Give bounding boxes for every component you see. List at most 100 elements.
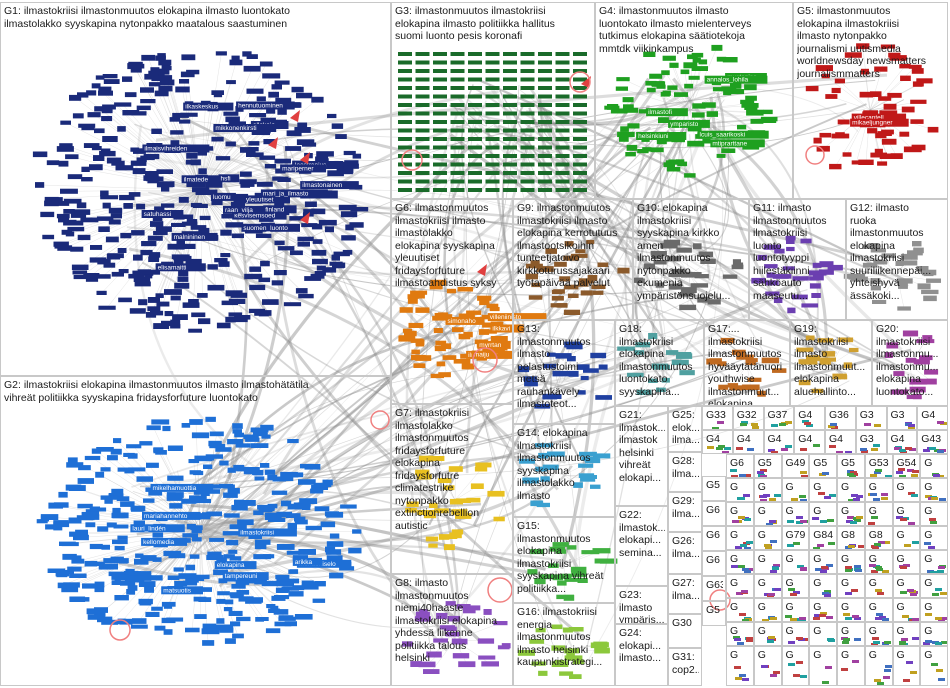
node bbox=[770, 570, 777, 573]
group-label-g6: G6: ilmastonmuutos ilmastokriisi ilmasto… bbox=[395, 202, 510, 290]
node bbox=[938, 678, 945, 681]
small-group-label: G84 bbox=[813, 529, 834, 541]
small-group-label: G bbox=[758, 601, 779, 613]
node bbox=[740, 423, 747, 426]
small-group-cell: G6 bbox=[702, 551, 726, 576]
group-g4: G4: ilmastonmuutos ilmasto luontokato il… bbox=[595, 2, 793, 199]
node bbox=[937, 450, 944, 453]
node bbox=[929, 447, 936, 450]
small-group-cell: G6 bbox=[702, 526, 726, 551]
node bbox=[785, 615, 792, 618]
node bbox=[767, 640, 774, 643]
node bbox=[845, 566, 852, 569]
node bbox=[931, 497, 938, 500]
small-group-cell: G bbox=[809, 478, 837, 502]
small-group-cell: G bbox=[837, 598, 865, 622]
node bbox=[932, 593, 939, 596]
group-label-g26: G26: ilma... bbox=[672, 535, 699, 560]
small-group-label: G bbox=[841, 577, 862, 589]
node bbox=[741, 590, 748, 593]
small-group-label: G54 bbox=[897, 457, 918, 469]
small-group-label: G bbox=[924, 481, 945, 493]
node bbox=[747, 448, 754, 451]
small-group-cell: G79 bbox=[782, 526, 810, 550]
group-g18: G18: ilmastokriisi elokapina ilmastonmuu… bbox=[615, 320, 704, 406]
small-group-cell: G bbox=[754, 478, 782, 502]
small-group-cell: G bbox=[726, 550, 754, 574]
small-group-cell: G bbox=[920, 454, 948, 478]
small-group-cell: G bbox=[837, 550, 865, 574]
node bbox=[936, 669, 943, 672]
node bbox=[937, 421, 944, 424]
node bbox=[874, 424, 881, 427]
small-group-cell: G bbox=[865, 598, 893, 622]
small-group-cell: G4 bbox=[794, 406, 825, 430]
node bbox=[746, 637, 753, 640]
small-group-label: G8 bbox=[841, 529, 862, 541]
group-label-g18: G18: ilmastokriisi elokapina ilmastonmuu… bbox=[619, 323, 701, 398]
node bbox=[761, 665, 768, 668]
small-group-cell: G5 bbox=[754, 454, 782, 478]
small-group-label: G bbox=[786, 601, 807, 613]
node bbox=[742, 568, 749, 571]
node bbox=[925, 640, 932, 643]
small-group-cell: G bbox=[809, 550, 837, 574]
node bbox=[938, 566, 945, 569]
small-group-cell: G5 bbox=[702, 476, 726, 501]
node bbox=[912, 618, 919, 621]
small-group-cell: G8 bbox=[865, 526, 893, 550]
group-g30: G30 bbox=[668, 614, 702, 648]
node bbox=[800, 520, 807, 523]
node bbox=[871, 448, 878, 451]
group-label-g1: G1: ilmastokriisi ilmastonmuutos elokapi… bbox=[4, 5, 388, 30]
node bbox=[900, 566, 907, 569]
small-group-cell: G bbox=[782, 478, 810, 502]
node bbox=[787, 520, 794, 523]
group-label-g10: G10: elokapina ilmastokriisi syyskapina … bbox=[637, 202, 746, 302]
small-group-cell: G bbox=[754, 622, 782, 646]
small-group-cell: G bbox=[920, 550, 948, 574]
group-g29: G29: ilma... bbox=[668, 492, 702, 532]
node bbox=[848, 545, 855, 548]
group-label-g12: G12: ilmasto ruoka ilmastonmuutos elokap… bbox=[850, 202, 945, 302]
small-group-cell: G bbox=[893, 646, 921, 686]
node bbox=[925, 613, 932, 616]
small-group-cell: G bbox=[754, 646, 782, 686]
node bbox=[854, 638, 861, 641]
small-group-cell: G bbox=[754, 574, 782, 598]
node bbox=[793, 542, 800, 545]
group-label-g24: G24: elokapi... ilmasto... bbox=[619, 627, 665, 665]
small-group-label: G bbox=[813, 505, 834, 517]
small-group-cell: G bbox=[782, 574, 810, 598]
small-group-cell: G bbox=[865, 622, 893, 646]
small-group-cell: G4 bbox=[794, 430, 825, 454]
small-group-label: G6 bbox=[730, 457, 751, 469]
node bbox=[854, 565, 861, 568]
group-g7: G7: ilmastokriisi ilmastolakko ilmastonm… bbox=[391, 404, 513, 574]
small-group-label: G bbox=[758, 505, 779, 517]
node bbox=[935, 588, 942, 591]
small-group-label: G33 bbox=[706, 409, 730, 421]
small-group-label: G37 bbox=[768, 409, 792, 421]
small-group-cell: G bbox=[865, 550, 893, 574]
small-group-cell: G53 bbox=[865, 454, 893, 478]
group-label-g25: G25: elok... ilma... bbox=[672, 409, 699, 447]
node bbox=[931, 663, 938, 666]
node bbox=[928, 546, 935, 549]
node bbox=[724, 447, 731, 450]
node bbox=[771, 424, 778, 427]
group-label-g17: G17:... ilmastokriisi ilmastonmuutos hyv… bbox=[708, 323, 787, 406]
group-g9: G9: ilmastonmuutos ilmastokriisi ilmasto… bbox=[513, 199, 633, 320]
node bbox=[740, 544, 747, 547]
group-g28: G28: ilma... bbox=[668, 452, 702, 492]
node bbox=[768, 593, 775, 596]
node bbox=[937, 570, 944, 573]
small-group-label: G3 bbox=[891, 409, 915, 421]
small-group-cell: G bbox=[837, 622, 865, 646]
node bbox=[873, 641, 880, 644]
small-group-label: G bbox=[758, 649, 779, 661]
small-group-label: G bbox=[730, 529, 751, 541]
small-group-label: G bbox=[841, 625, 862, 637]
node bbox=[819, 614, 826, 617]
node bbox=[845, 617, 852, 620]
